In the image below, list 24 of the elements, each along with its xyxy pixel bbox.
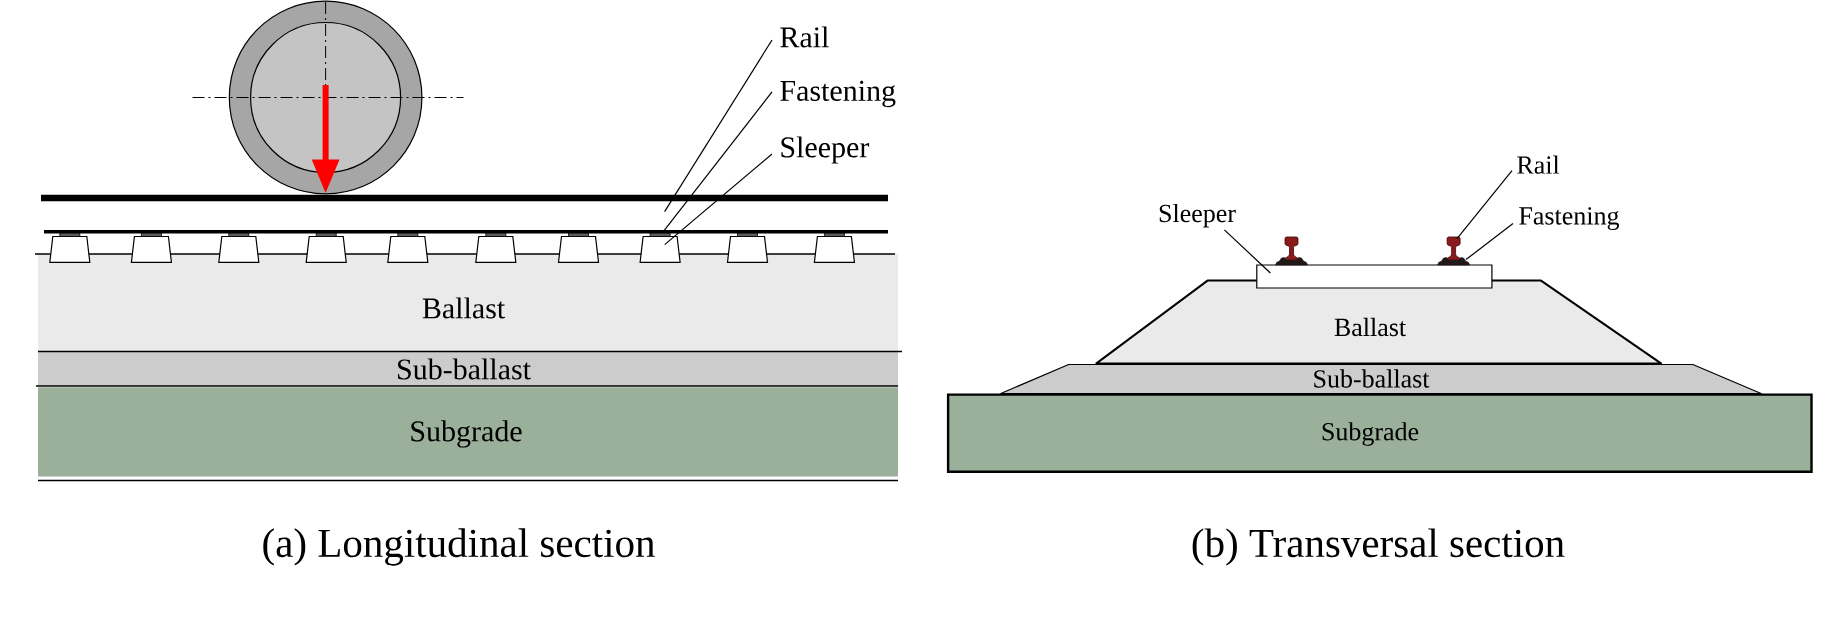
caption: (b) Transversal section xyxy=(1192,528,1565,566)
caption: (a) Longitudinal section xyxy=(263,528,655,566)
part-label: Rail xyxy=(1517,155,1560,174)
leader-line xyxy=(664,153,773,246)
subgrade-layer: Subgrade xyxy=(946,393,1813,473)
fastening-pad xyxy=(649,232,671,237)
part-label: Fastening xyxy=(1519,207,1620,230)
leader-line xyxy=(662,91,773,233)
sub-ballast-layer: Sub-ballast xyxy=(35,350,903,387)
leader-line xyxy=(1465,223,1514,261)
part-label: Fastening xyxy=(780,80,896,108)
leader-line xyxy=(664,39,773,213)
ballast-layer: Ballast xyxy=(1095,279,1662,365)
part-label: Sleeper xyxy=(1159,203,1236,228)
subgrade-layer: Subgrade xyxy=(37,387,899,482)
fastening-clip xyxy=(1437,257,1470,266)
sleeper xyxy=(1256,264,1493,289)
leader-line xyxy=(1456,170,1513,240)
part-label: Sleeper xyxy=(781,136,870,164)
part-label: Rail xyxy=(780,26,829,48)
ballast-layer: Ballast xyxy=(34,253,898,352)
sub-ballast-layer: Sub-ballast xyxy=(1000,363,1762,395)
sleeper xyxy=(639,235,681,263)
leader-line xyxy=(1223,229,1271,274)
